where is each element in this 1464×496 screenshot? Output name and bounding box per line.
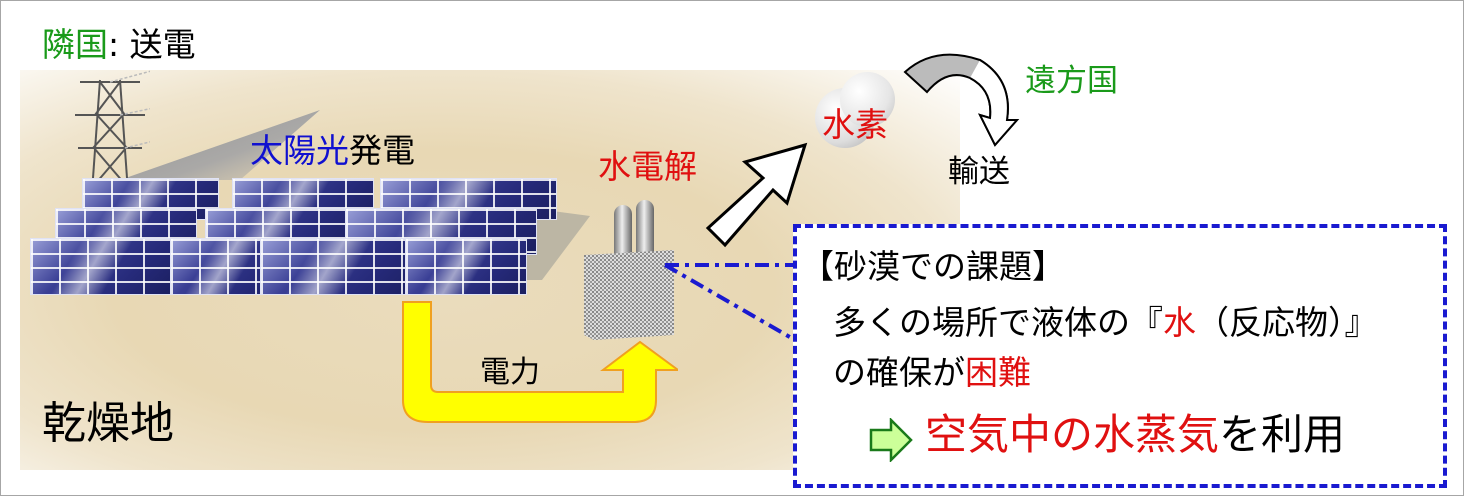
challenge-line-2: の確保が困難 [833,353,1031,392]
hydrogen-bubble-icon [840,72,895,127]
transport-curved-arrow-icon [903,53,1020,147]
neighbor-country-label: 隣国: 送電 [42,25,196,64]
hydrogen-label: 水素 [822,105,888,144]
solution-arrow-icon [869,418,913,462]
challenge-title: 【砂漠での課題】 [801,247,1065,286]
arid-land-label: 乾燥地 [42,398,174,449]
desert-challenge-box: 【砂漠での課題】 多くの場所で液体の『水（反応物）』 の確保が困難 空気中の水蒸… [793,224,1447,488]
power-flow-arrow-icon [402,301,678,423]
hydrogen-output-arrow-icon [705,142,808,248]
solution-text: 空気中の水蒸気を利用 [925,410,1346,459]
challenge-line-1: 多くの場所で液体の『水（反応物）』 [833,303,1378,342]
water-electrolysis-label: 水電解 [598,147,697,186]
transport-label: 輸送 [948,154,1010,190]
distant-country-label: 遠方国 [1025,63,1118,99]
solar-power-label: 太陽光発電 [250,131,415,170]
electrolysis-plant-icon [584,200,674,340]
callout-leader-lines [664,263,796,342]
electric-power-label: 電力 [480,355,540,390]
